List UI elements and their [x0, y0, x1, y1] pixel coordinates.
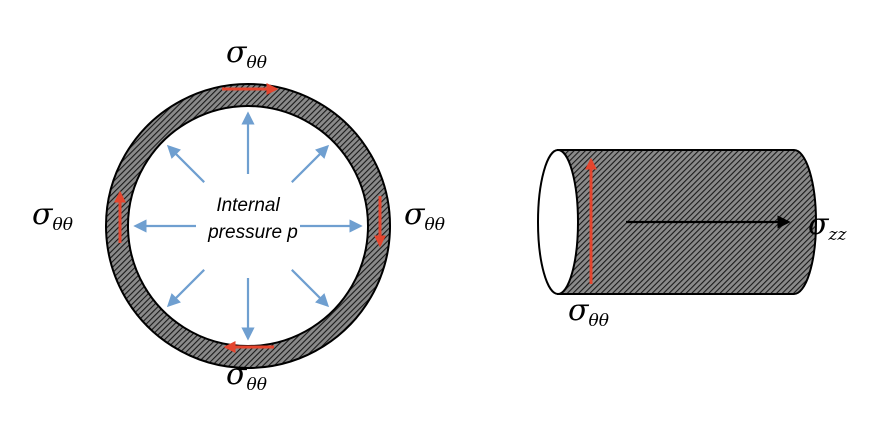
- pressure-arrow-down-left: [166, 269, 205, 308]
- ring-diagram: Internal pressure p σθθ σθθ σθθ σθθ: [32, 35, 445, 395]
- cylinder-hoop-stress-label: σθθ: [568, 293, 609, 331]
- hoop-stress-label-top: σθθ: [226, 35, 267, 73]
- pressure-arrow-down-right: [291, 269, 330, 308]
- hoop-stress-label-right: σθθ: [404, 197, 445, 235]
- hoop-stress-label-left: σθθ: [32, 197, 73, 235]
- hoop-stress-label-bottom: σθθ: [226, 357, 267, 395]
- axial-stress-label: σzz: [808, 207, 847, 245]
- pressure-arrow-up-left: [166, 144, 205, 183]
- pressure-arrow-up-right: [291, 144, 330, 183]
- pressure-arrows: [133, 111, 363, 341]
- internal-pressure-label-line1: Internal: [216, 195, 280, 216]
- cylinder-end-face: [537, 149, 579, 295]
- cylinder-diagram: σzz σθθ: [537, 149, 847, 331]
- internal-pressure-label-line2: pressure p: [207, 222, 298, 243]
